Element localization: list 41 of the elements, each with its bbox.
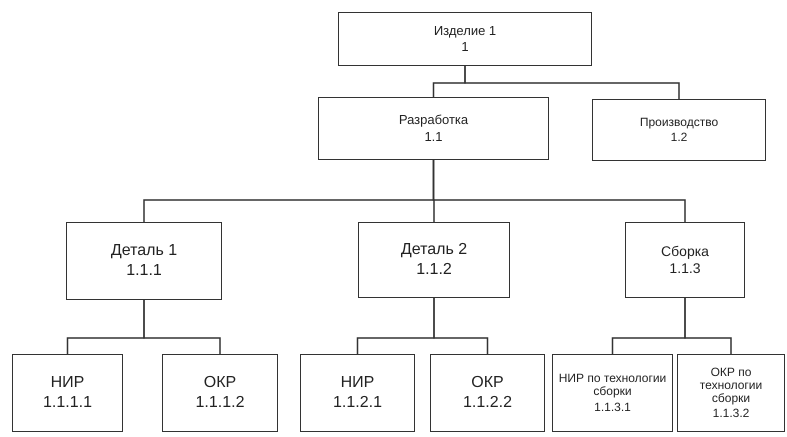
- box-title: НИР по технологии сборки: [558, 372, 668, 399]
- connector-line: [432, 160, 686, 222]
- box-title: ОКР: [204, 374, 236, 392]
- hierarchy-box: [66, 222, 222, 300]
- box-code: 1.1.2.1: [333, 394, 382, 412]
- hierarchy-box: [625, 222, 745, 298]
- hierarchy-box: [12, 354, 123, 432]
- connector-line: [684, 298, 732, 354]
- box-code: 1.1.1: [126, 262, 162, 280]
- hierarchy-box: [430, 354, 545, 432]
- box-title: Деталь 1: [110, 242, 178, 260]
- box-title: ОКР: [471, 374, 504, 392]
- box-title: Разработка: [398, 113, 468, 128]
- hierarchy-box: [318, 97, 549, 160]
- box-code: 1.1.2.2: [463, 394, 512, 412]
- box-title: Деталь 2: [400, 241, 468, 259]
- box-code: 1: [461, 40, 469, 54]
- box-title: Изделие 1: [434, 24, 496, 38]
- box-code: 1.1.1.2: [196, 394, 244, 412]
- hierarchy-box: [162, 354, 278, 432]
- hierarchy-box: [338, 12, 592, 66]
- hierarchy-box: [592, 99, 766, 161]
- box-code: 1.1: [424, 130, 443, 144]
- box-code: 1.1.2: [416, 261, 452, 279]
- connector-line: [464, 66, 680, 99]
- hierarchy-box: [300, 354, 415, 432]
- box-title: Сборка: [661, 244, 709, 259]
- connector-line: [433, 298, 488, 354]
- hierarchy-box: [677, 354, 785, 432]
- box-code: 1.1.3: [669, 261, 701, 276]
- box-code: 1.1.3.1: [594, 400, 631, 414]
- box-title: НИР: [50, 374, 84, 392]
- box-title: НИР: [340, 374, 374, 392]
- box-title: ОКР по технологии сборки: [698, 366, 764, 406]
- connector-line: [143, 300, 221, 354]
- box-code: 1.2: [670, 131, 688, 144]
- box-code: 1.1.3.2: [712, 407, 750, 420]
- box-code: 1.1.1.1: [43, 394, 92, 412]
- box-title: Производство: [640, 116, 718, 129]
- hierarchy-box: [552, 354, 673, 432]
- hierarchy-box: [358, 222, 510, 298]
